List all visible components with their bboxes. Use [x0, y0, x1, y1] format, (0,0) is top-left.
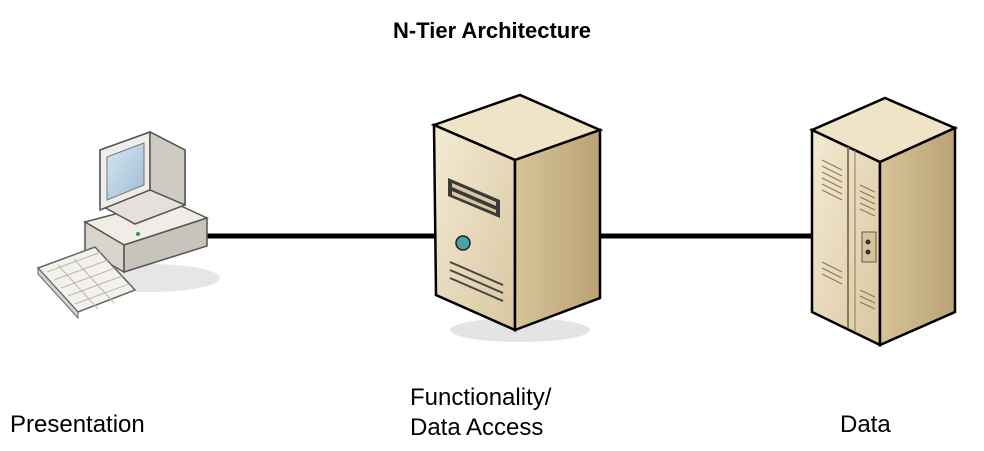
desktop-computer-icon — [36, 130, 220, 320]
diagram-title: N-Tier Architecture — [392, 18, 592, 43]
tower-server-icon — [430, 93, 604, 342]
tier-label-presentation: Presentation — [10, 411, 145, 438]
tier-label-functionality-line1: Functionality/ — [410, 384, 552, 411]
tier-label-data: Data — [840, 411, 891, 438]
database-server-icon — [808, 96, 959, 347]
tier-label-functionality-line2: Data Access — [410, 414, 544, 441]
tier-label-functionality: Functionality/ Data Access — [410, 383, 551, 443]
